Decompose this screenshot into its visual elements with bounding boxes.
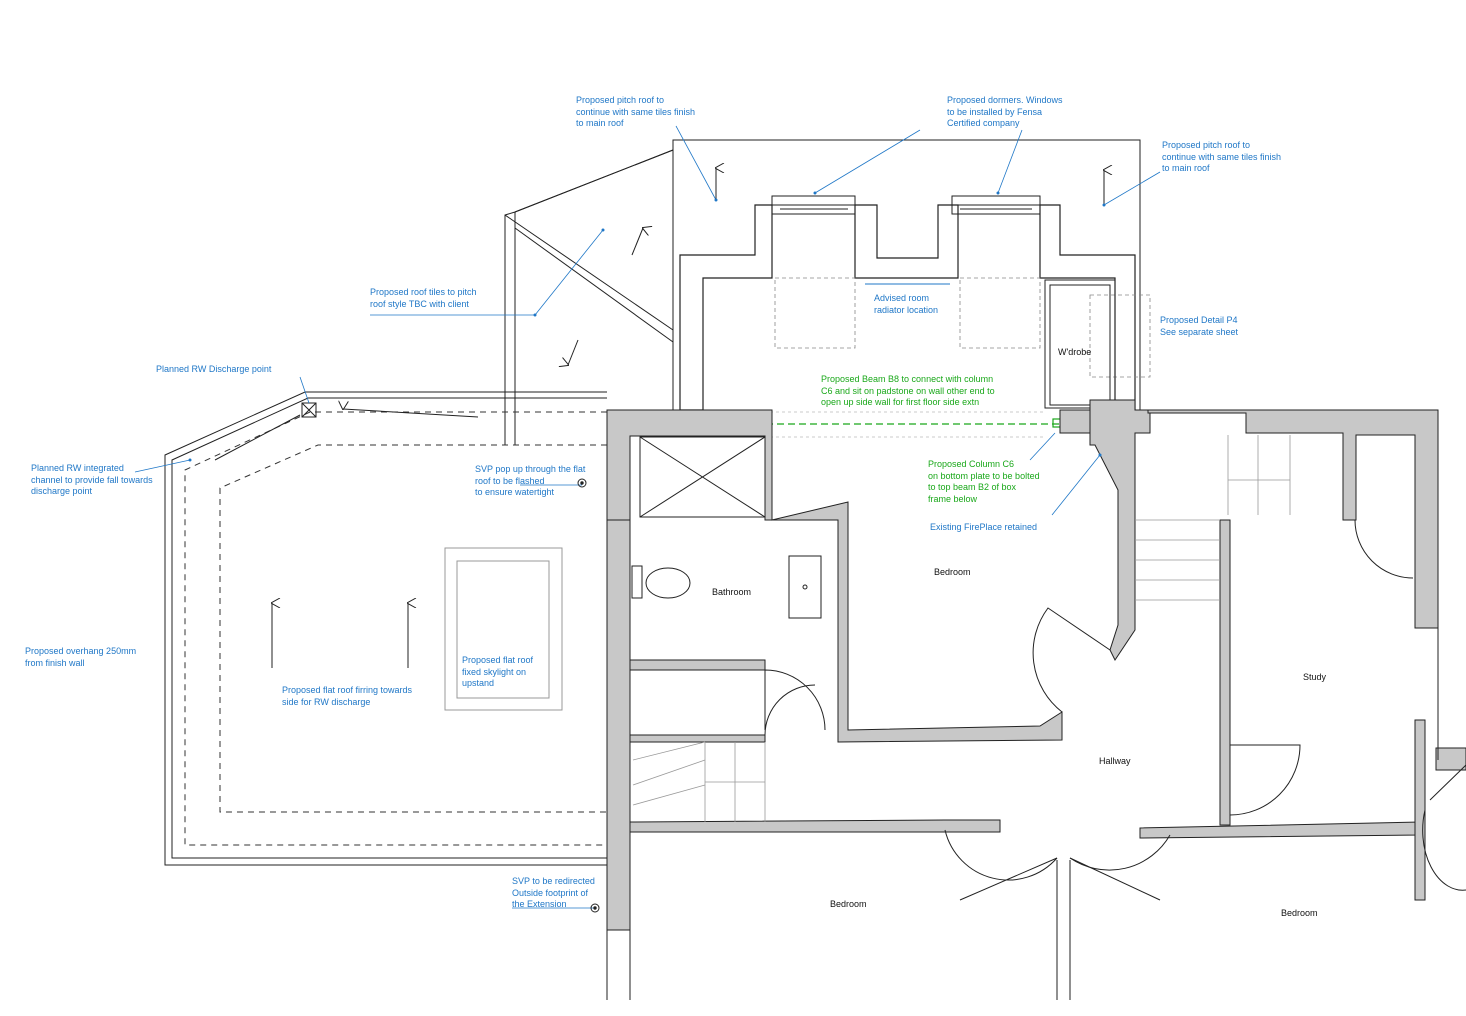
leader-lines xyxy=(134,125,1161,909)
leader-dots xyxy=(188,191,1106,462)
note-rw-discharge: Planned RW Discharge point xyxy=(156,364,272,374)
house-walls xyxy=(606,399,1466,931)
room-label-bathroom: Bathroom xyxy=(712,587,752,597)
note-rw-channel: Planned RW integrated channel to provide… xyxy=(31,463,153,496)
main-roof-outline xyxy=(504,139,1141,445)
room-label-bedroom-lower-left: Bedroom xyxy=(830,899,867,909)
dashed-outlines xyxy=(774,277,1151,378)
note-svp-popup: SVP pop up through the flat roof to be f… xyxy=(475,464,586,497)
wardrobe-box xyxy=(1044,279,1116,409)
note-roof-tiles: Proposed roof tiles to pitch roof style … xyxy=(370,287,477,309)
note-pitch-roof-right: Proposed pitch roof to continue with sam… xyxy=(1162,140,1282,173)
note-skylight: Proposed flat roof fixed skylight on ups… xyxy=(462,655,534,688)
note-fireplace: Existing FirePlace retained xyxy=(930,522,1038,532)
room-label-bedroom-upper: Bedroom xyxy=(934,567,971,577)
note-column-c6: Proposed Column C6 on bottom plate to be… xyxy=(928,459,1040,504)
beam-guides xyxy=(770,411,1045,438)
flat-roof-outline xyxy=(164,391,607,866)
note-pitch-roof-left: Proposed pitch roof to continue with sam… xyxy=(576,95,696,128)
dormer-windows xyxy=(771,195,1041,215)
note-beam-b8: Proposed Beam B8 to connect with column … xyxy=(821,374,995,407)
bathroom-fixtures xyxy=(631,555,822,619)
stairs-lower xyxy=(632,741,766,822)
note-svp-redirect: SVP to be redirected Outside footprint o… xyxy=(512,876,595,909)
room-label-wardrobe: W'drobe xyxy=(1058,347,1092,357)
discharge-point-marker xyxy=(301,402,317,418)
direction-arrows xyxy=(214,168,1104,668)
skylight xyxy=(444,547,563,711)
stairs-right xyxy=(1135,435,1291,601)
door-swings xyxy=(764,519,1466,901)
flat-roof-dashed xyxy=(184,411,607,846)
note-flat-roof-firring: Proposed flat roof firring towards side … xyxy=(282,685,413,707)
room-label-hallway: Hallway xyxy=(1099,756,1131,766)
note-detail-p4: Proposed Detail P4 See separate sheet xyxy=(1160,315,1239,337)
note-radiator: Advised room radiator location xyxy=(874,293,939,315)
note-dormers: Proposed dormers. Windows to be installe… xyxy=(947,95,1063,128)
room-label-bedroom-lower-right: Bedroom xyxy=(1281,908,1318,918)
note-overhang: Proposed overhang 250mm from finish wall xyxy=(25,646,137,668)
dormer-walls xyxy=(679,204,1136,411)
svp-markers xyxy=(577,478,600,913)
room-label-study: Study xyxy=(1303,672,1327,682)
house-lines xyxy=(606,628,1466,1000)
shower-tray xyxy=(639,436,766,518)
